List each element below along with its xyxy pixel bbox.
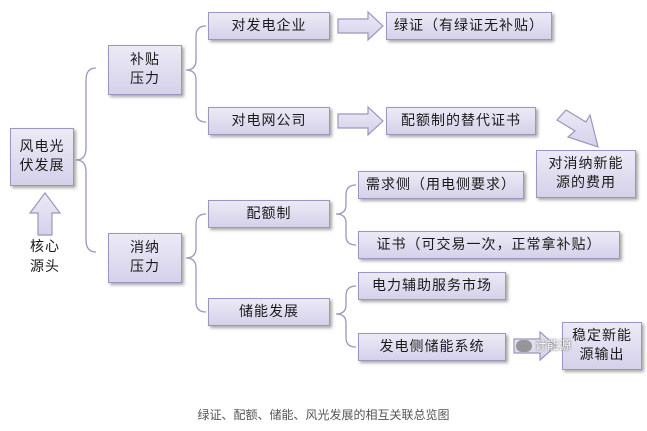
bracket-quota bbox=[335, 184, 357, 246]
gen-storage-node: 发电侧储能系统 bbox=[358, 333, 506, 361]
bracket-subsidy bbox=[185, 25, 207, 123]
root-note: 核心 源头 bbox=[30, 239, 60, 275]
arrow-to-absorption-cost bbox=[556, 109, 599, 148]
absorption-cost-node: 对消纳新能 源的费用 bbox=[536, 150, 636, 198]
grid-company-node: 对电网公司 bbox=[208, 107, 330, 135]
watermark: 计能源 bbox=[516, 336, 571, 353]
green-cert-node: 绿证（有绿证无补贴） bbox=[386, 12, 552, 40]
absorption-pressure-node: 消纳 压力 bbox=[108, 233, 182, 283]
aux-market-node: 电力辅助服务市场 bbox=[358, 272, 506, 300]
gen-company-node: 对发电企业 bbox=[208, 12, 330, 40]
quota-cert-node: 配额制的替代证书 bbox=[386, 107, 536, 135]
watermark-text: 计能源 bbox=[535, 338, 572, 352]
arrow-to-quota-cert bbox=[337, 105, 384, 137]
bracket-absorption bbox=[185, 213, 207, 313]
wechat-icon bbox=[516, 339, 532, 352]
subsidy-pressure-node: 补贴 压力 bbox=[108, 45, 182, 95]
certificate-node: 证书（可交易一次，正常拿补贴） bbox=[358, 231, 620, 259]
bracket-storage bbox=[335, 285, 357, 348]
root-node: 风电光 伏发展 bbox=[10, 128, 74, 186]
arrow-to-green-cert bbox=[337, 10, 384, 42]
bracket-root bbox=[75, 67, 97, 253]
quota-node: 配额制 bbox=[208, 200, 330, 228]
demand-side-node: 需求侧（用电侧要求） bbox=[358, 171, 524, 199]
up-arrow bbox=[28, 192, 62, 236]
arrow-to-stable-output bbox=[513, 330, 557, 362]
storage-node: 储能发展 bbox=[208, 298, 330, 326]
figure-caption: 绿证、配额、储能、风光发展的相互关联总览图 bbox=[197, 408, 450, 422]
stable-output-node: 稳定新能 源输出 bbox=[562, 322, 642, 370]
